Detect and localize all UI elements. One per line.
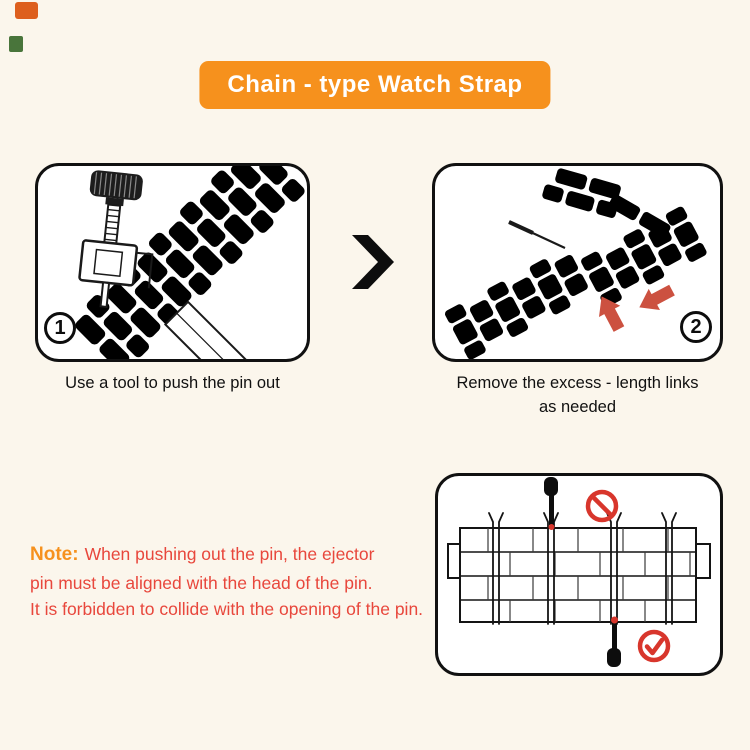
prohibition-icon (585, 489, 619, 523)
link-remover-tool (78, 170, 154, 309)
ejector-tool-top (544, 477, 558, 530)
caption-line: Use a tool to push the pin out (65, 374, 280, 392)
clamp-slot (93, 248, 124, 277)
band-segment-left (443, 253, 590, 359)
step-2-number-badge: 2 (680, 311, 712, 343)
step-1-number-badge: 1 (44, 312, 76, 344)
tool-base-plate (163, 300, 254, 359)
check-icon (637, 629, 671, 663)
step-2-caption: Remove the excess - length links as need… (432, 372, 723, 420)
caption-line: as needed (538, 397, 617, 416)
removed-link-piece (541, 167, 622, 219)
note-line-2: pin must be aligned with the head of the… (30, 572, 373, 593)
band-cross-section (447, 527, 711, 623)
note-line-1: When pushing out the pin, the ejector (84, 544, 375, 564)
ejector-pin (99, 281, 111, 309)
note-text: Note:When pushing out the pin, the eject… (30, 541, 462, 623)
note-label: Note: (30, 544, 79, 565)
corner-decoration-orange-icon (15, 2, 38, 19)
page-title: Chain - type Watch Strap (199, 61, 551, 109)
note-line-3: It is forbidden to collide with the open… (30, 599, 424, 620)
pin-removal-tool-illustration (73, 166, 307, 359)
pin-alignment-illustration (447, 477, 711, 667)
separated-links-illustration (443, 167, 708, 359)
screw-threads (104, 208, 120, 242)
red-arrow-icon (633, 279, 678, 318)
next-step-arrow-icon (352, 235, 394, 289)
alignment-detail-panel (435, 473, 723, 676)
caption-line: Remove the excess - length links (456, 374, 699, 392)
step-1-panel (35, 163, 310, 362)
ejector-tool-bottom (607, 616, 621, 667)
corner-decoration-green-icon (9, 36, 23, 52)
tool-clamp-body (78, 239, 139, 287)
clamp-arm (136, 251, 154, 289)
step-2-panel (432, 163, 723, 362)
step-1-caption: Use a tool to push the pin out (35, 372, 310, 396)
loose-pin (508, 220, 566, 249)
knob-knurling (93, 172, 137, 199)
